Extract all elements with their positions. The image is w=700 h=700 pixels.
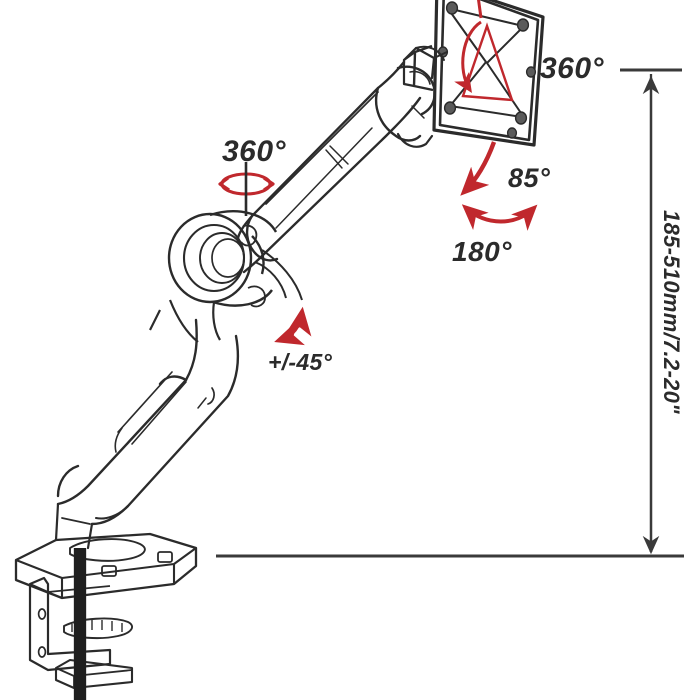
tilt-arrow (460, 141, 497, 196)
desk-clamp-base (14, 532, 198, 690)
central-pivot-hub (149, 210, 303, 343)
annotation-pivot: +/-45° (268, 349, 333, 375)
pivot-arrow (274, 306, 312, 346)
annotation-plate-rotation: 360° (540, 52, 605, 85)
height-dimension-line (216, 68, 684, 558)
plate-rotation-marker (454, 0, 514, 102)
annotation-tilt: 85° (508, 163, 551, 193)
lower-arm (54, 318, 240, 550)
annotation-arm-rotation: 360° (222, 135, 287, 168)
annotation-swivel: 180° (452, 236, 512, 267)
swivel-arrow (461, 204, 538, 231)
annotation-height-range: 185-510mm/7.2-20" (659, 210, 684, 414)
